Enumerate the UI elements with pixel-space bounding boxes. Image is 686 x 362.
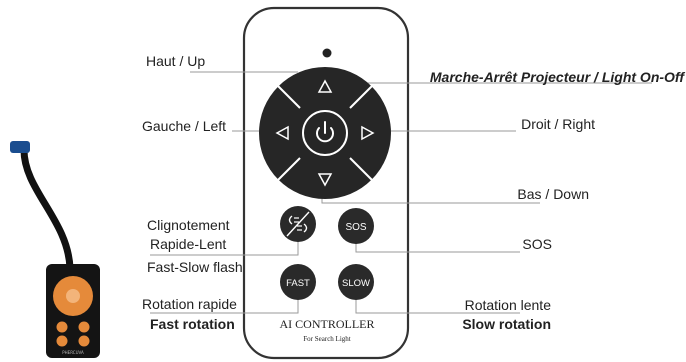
photo-connector bbox=[10, 141, 30, 153]
label-down: Bas / Down bbox=[517, 186, 589, 202]
photo-btn-2 bbox=[78, 321, 90, 333]
flash-button[interactable] bbox=[280, 206, 316, 242]
fast-button[interactable] bbox=[280, 264, 316, 300]
led-dot-icon bbox=[322, 48, 332, 58]
sos-button[interactable] bbox=[338, 208, 374, 244]
photo-brand: PHERCUVA bbox=[62, 350, 84, 355]
label-left: Gauche / Left bbox=[142, 118, 227, 134]
label-flash-fr-2: Rapide-Lent bbox=[150, 236, 227, 252]
flash-icon bbox=[288, 215, 293, 225]
leader-fast bbox=[150, 296, 299, 314]
label-flash-en: Fast-Slow flash bbox=[147, 259, 243, 275]
label-slow-en: Slow rotation bbox=[462, 316, 551, 332]
label-right: Droit / Right bbox=[521, 116, 595, 132]
dpad-divider-ne bbox=[349, 85, 373, 109]
label-flash-fr-1: Clignotement bbox=[147, 217, 230, 233]
label-power: Marche-Arrêt Projecteur / Light On-Off bbox=[429, 69, 684, 85]
label-up: Haut / Up bbox=[146, 53, 206, 69]
photo-cable bbox=[20, 146, 74, 272]
label-fast-en: Fast rotation bbox=[150, 316, 235, 332]
remote-brand-subtitle: For Search Light bbox=[303, 335, 350, 343]
remote-brand-title: AI CONTROLLER bbox=[280, 317, 375, 331]
slow-button-label: SLOW bbox=[342, 278, 370, 289]
label-fast-fr: Rotation rapide bbox=[142, 296, 237, 312]
fast-button-label: FAST bbox=[286, 278, 310, 289]
dpad bbox=[259, 67, 391, 199]
dpad-divider-sw bbox=[277, 157, 301, 181]
leader-slow bbox=[355, 296, 520, 314]
photo-btn-3 bbox=[56, 335, 68, 347]
sos-button-label: SOS bbox=[345, 222, 366, 233]
product-photo: PHERCUVA bbox=[10, 141, 100, 358]
triangle-up-icon[interactable] bbox=[317, 79, 333, 93]
dpad-divider-se bbox=[349, 157, 373, 181]
label-slow-fr: Rotation lente bbox=[464, 297, 551, 313]
photo-btn-4 bbox=[78, 335, 90, 347]
triangle-down-icon[interactable] bbox=[317, 173, 333, 187]
triangle-right-icon[interactable] bbox=[361, 125, 375, 141]
power-icon bbox=[316, 127, 334, 143]
photo-power bbox=[66, 289, 80, 303]
dpad-divider-nw bbox=[277, 85, 301, 109]
photo-btn-1 bbox=[56, 321, 68, 333]
triangle-left-icon[interactable] bbox=[275, 125, 289, 141]
slow-button[interactable] bbox=[338, 264, 374, 300]
label-sos: SOS bbox=[522, 236, 552, 252]
